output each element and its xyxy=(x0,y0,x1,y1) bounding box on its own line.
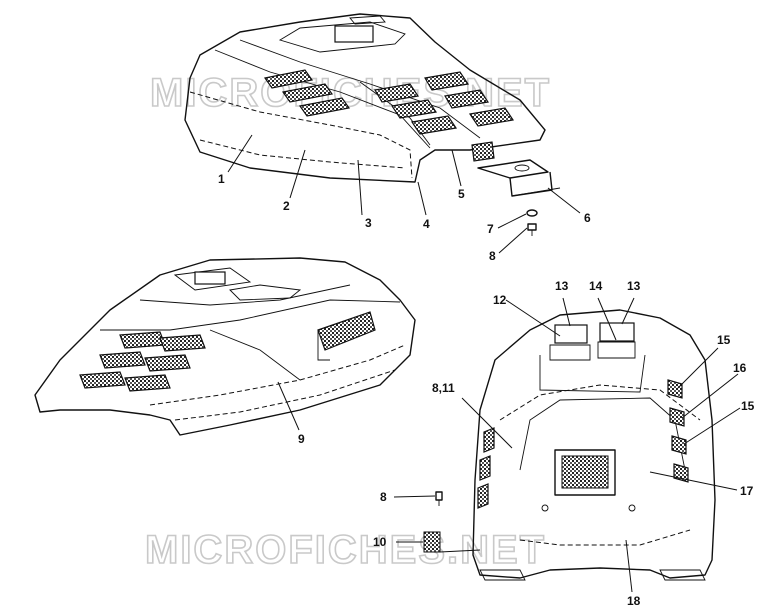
callout-8-bottom: 8 xyxy=(380,490,387,504)
callout-1: 1 xyxy=(218,172,225,186)
hood-front-view xyxy=(423,309,716,581)
callout-5: 5 xyxy=(458,187,465,201)
callout-17: 17 xyxy=(740,484,754,498)
callout-2: 2 xyxy=(283,199,290,213)
hood-rear-view xyxy=(34,257,416,436)
callout-18: 18 xyxy=(627,594,641,608)
callout-13-right: 13 xyxy=(627,279,641,293)
callout-4: 4 xyxy=(423,217,430,231)
callout-15-lower: 15 xyxy=(741,399,755,413)
callout-12: 12 xyxy=(493,293,507,307)
callout-7: 7 xyxy=(487,222,494,236)
callout-8-top: 8 xyxy=(489,249,496,263)
callout-10: 10 xyxy=(373,535,387,549)
leader-lines xyxy=(227,134,741,593)
callout-9: 9 xyxy=(298,432,305,446)
hood-top-view xyxy=(184,13,561,236)
callout-6: 6 xyxy=(584,211,591,225)
callout-13-left: 13 xyxy=(555,279,569,293)
callout-16: 16 xyxy=(733,361,747,375)
callout-3: 3 xyxy=(365,216,372,230)
callout-15-upper: 15 xyxy=(717,333,731,347)
callout-labels: 1 2 3 4 5 6 7 8 9 12 13 14 13 15 16 15 8… xyxy=(218,172,755,608)
callout-14: 14 xyxy=(589,279,603,293)
callout-8-11: 8,11 xyxy=(432,381,455,395)
watermark-bottom: MICROFICHES.NET xyxy=(145,528,546,572)
